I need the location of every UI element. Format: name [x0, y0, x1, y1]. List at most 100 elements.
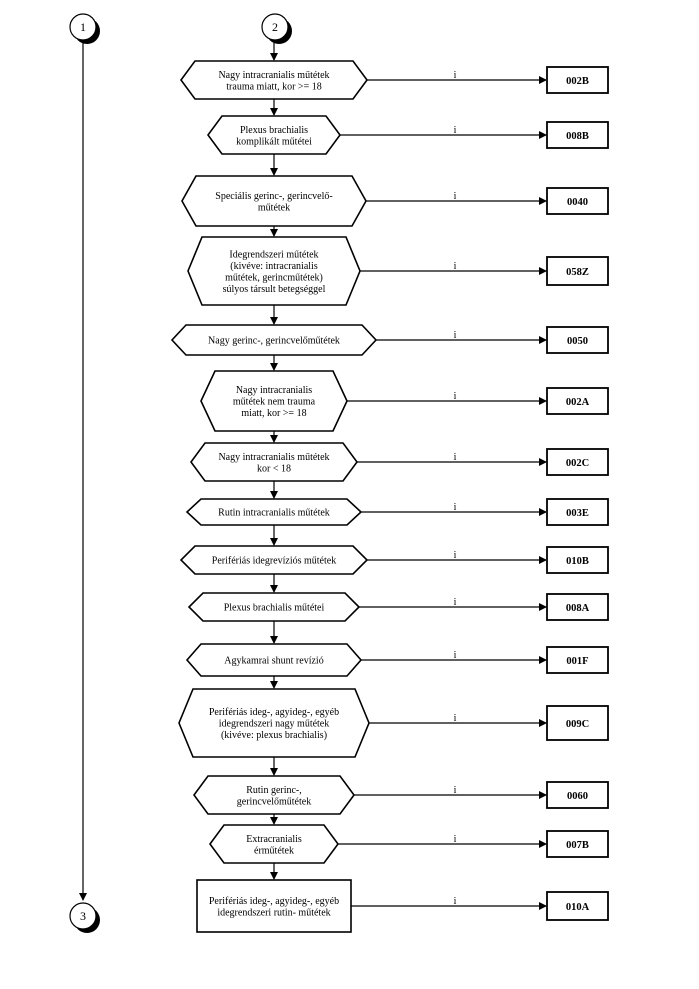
code-box: [546, 646, 609, 674]
decision-node: Perifériás ideg-, agyideg-, egyébidegren…: [178, 688, 609, 776]
code-box: [546, 387, 609, 415]
decision-node: Perifériás ideg-, agyideg-, egyébidegren…: [196, 879, 609, 933]
node-label-line: komplikált műtétei: [236, 136, 312, 147]
code-label: 001F: [566, 656, 588, 667]
yes-label: i: [454, 452, 457, 463]
node-label-line: Agykamrai shunt revízió: [224, 656, 323, 667]
yes-label: i: [454, 650, 457, 661]
code-box: [546, 256, 609, 286]
yes-label: i: [454, 834, 457, 845]
code-box: [546, 326, 609, 354]
decision-node: Rutin gerinc-,gerincvelőműtétek i 0060: [193, 775, 609, 825]
code-label: 0060: [567, 791, 588, 802]
decision-hexagon: [209, 824, 339, 864]
code-box: [546, 891, 609, 921]
node-label-line: műtétek: [258, 202, 290, 213]
connector-3: 3: [69, 902, 100, 933]
code-label: 0040: [567, 197, 588, 208]
decision-hexagon: [207, 115, 341, 155]
code-box: [546, 498, 609, 526]
code-box: [546, 448, 609, 476]
node-label-line: műtétek, gerincműtétek): [225, 272, 323, 283]
code-box: [546, 830, 609, 858]
node-label-line: Rutin intracranialis műtétek: [218, 508, 330, 519]
decision-node: Perifériás idegrevíziós műtétek i 010B: [179, 545, 609, 593]
decision-node: Speciális gerinc-, gerincvelő-műtéteki00…: [181, 175, 609, 237]
code-box: [546, 705, 609, 741]
decision-hexagon: [187, 236, 361, 306]
node-label-line: Plexus brachialis műtétei: [224, 603, 325, 614]
yes-label: i: [454, 330, 457, 341]
connector-2: 2: [261, 13, 292, 44]
node-label-line: Idegrendszeri műtétek: [229, 249, 318, 260]
code-label: 002B: [566, 76, 589, 87]
node-label-line: kor < 18: [257, 463, 291, 474]
code-box: [546, 187, 609, 215]
node-label-line: gerincvelőműtétek: [237, 796, 311, 807]
node-label-line: Perifériás idegrevíziós műtétek: [212, 556, 336, 567]
connector-1-label: 1: [80, 20, 86, 34]
code-label: 002C: [566, 458, 589, 469]
code-box: [546, 121, 609, 149]
code-label: 010A: [566, 902, 590, 913]
code-box: [546, 593, 609, 621]
yes-label: i: [454, 70, 457, 81]
yes-label: i: [454, 191, 457, 202]
yes-label: i: [454, 896, 457, 907]
node-label-line: Nagy intracranialis: [236, 385, 312, 396]
node-label-line: Rutin gerinc-,: [246, 785, 302, 796]
decision-hexagon: [200, 370, 348, 432]
decision-hexagon: [190, 442, 358, 482]
decision-hexagon: [178, 688, 370, 758]
yes-label: i: [454, 550, 457, 561]
code-label: 0050: [567, 336, 588, 347]
decision-hexagon: [187, 592, 361, 622]
yes-label: i: [454, 261, 457, 272]
node-label-line: Nagy gerinc-, gerincvelőműtétek: [208, 336, 340, 347]
decision-node: Idegrendszeri műtétek(kivéve: intracrani…: [187, 236, 609, 325]
decision-hexagon: [181, 175, 367, 227]
node-label-line: miatt, kor >= 18: [241, 408, 306, 419]
code-label: 002A: [566, 397, 590, 408]
connector-1: 1: [69, 13, 100, 44]
node-label-line: trauma miatt, kor >= 18: [226, 81, 321, 92]
node-label-line: (kivéve: plexus brachialis): [221, 730, 327, 741]
decision-node: Agykamrai shunt revízió i 001F: [185, 643, 609, 689]
yes-label: i: [454, 713, 457, 724]
decision-hexagon: [185, 498, 363, 526]
node-label-line: idegrendszeri rutin- műtétek: [217, 907, 330, 918]
node-label-line: Plexus brachialis: [240, 125, 308, 136]
decision-hexagon: [170, 324, 378, 356]
node-label-line: Nagy intracranialis műtétek: [218, 452, 329, 463]
code-box: [546, 546, 609, 574]
connector-2-label: 2: [272, 20, 278, 34]
yes-label: i: [454, 785, 457, 796]
yes-label: i: [454, 597, 457, 608]
yes-label: i: [454, 391, 457, 402]
decision-hexagon: [193, 775, 355, 815]
node-label-line: Extracranialis: [246, 834, 302, 845]
code-label: 007B: [566, 840, 589, 851]
node-label-line: Perifériás ideg-, agyideg-, egyéb: [209, 896, 339, 907]
connector-3-label: 3: [80, 909, 86, 923]
decision-hexagon: [180, 60, 368, 100]
code-label: 008A: [566, 603, 590, 614]
node-label-line: idegrendszeri nagy műtétek: [219, 719, 330, 730]
yes-label: i: [454, 502, 457, 513]
code-label: 008B: [566, 131, 589, 142]
node-label-line: Perifériás ideg-, agyideg-, egyéb: [209, 707, 339, 718]
code-label: 009C: [566, 719, 589, 730]
process-box: [196, 879, 352, 933]
yes-label: i: [454, 125, 457, 136]
decision-hexagon: [185, 643, 363, 677]
code-label: 010B: [566, 556, 589, 567]
node-label-line: érműtétek: [254, 845, 294, 856]
node-label-line: Nagy intracranialis műtétek: [218, 70, 329, 81]
code-label: 003E: [566, 508, 589, 519]
